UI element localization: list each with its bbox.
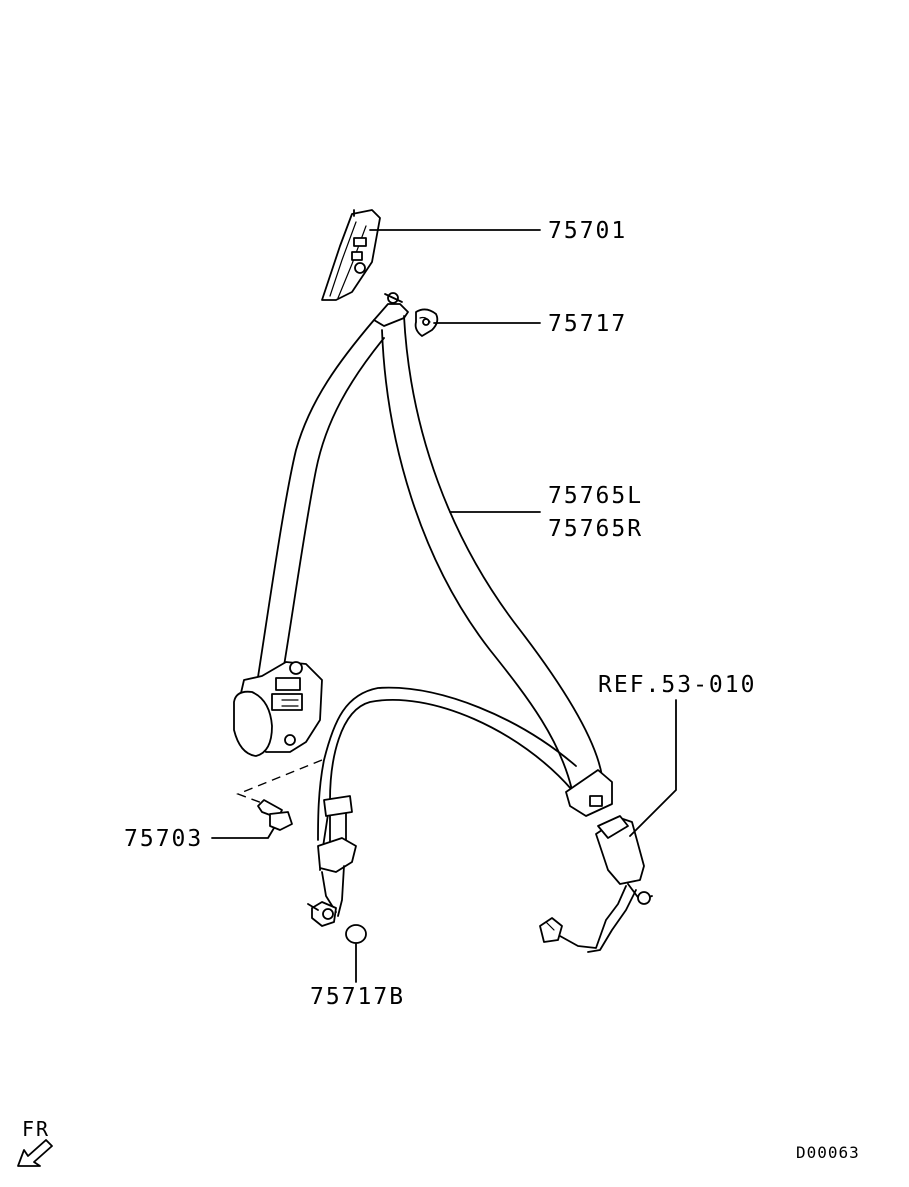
seat-buckle-assembly (539, 815, 653, 953)
belt-guide-top (373, 292, 409, 327)
retractor-bolt-leader (236, 759, 323, 807)
lower-anchor-cover (345, 924, 367, 944)
webbing-shoulder-strap (381, 315, 603, 791)
label-75717B: 75717B (310, 984, 405, 1010)
label-75701: 75701 (548, 218, 627, 244)
direction-label: FR (22, 1117, 50, 1141)
diagram-code: D00063 (796, 1143, 860, 1162)
front-direction-arrow-icon (17, 1139, 53, 1167)
label-75765R: 75765R (548, 516, 643, 542)
front-direction-indicator: FR (17, 1117, 53, 1167)
leader-lines (211, 229, 677, 983)
lower-anchor-plate (307, 837, 357, 927)
upper-anchor-rail (321, 209, 381, 301)
retractor-assembly (233, 661, 323, 757)
webbing-retractor-strap (255, 319, 385, 691)
shoulder-anchor-cover (414, 308, 439, 337)
label-75765L: 75765L (548, 483, 643, 509)
label-75703: 75703 (124, 826, 203, 852)
belt-tongue-plate (565, 769, 613, 817)
retractor-bolt (257, 799, 293, 831)
label-75717: 75717 (548, 311, 627, 337)
label-ref-53-010: REF.53-010 (598, 672, 756, 698)
